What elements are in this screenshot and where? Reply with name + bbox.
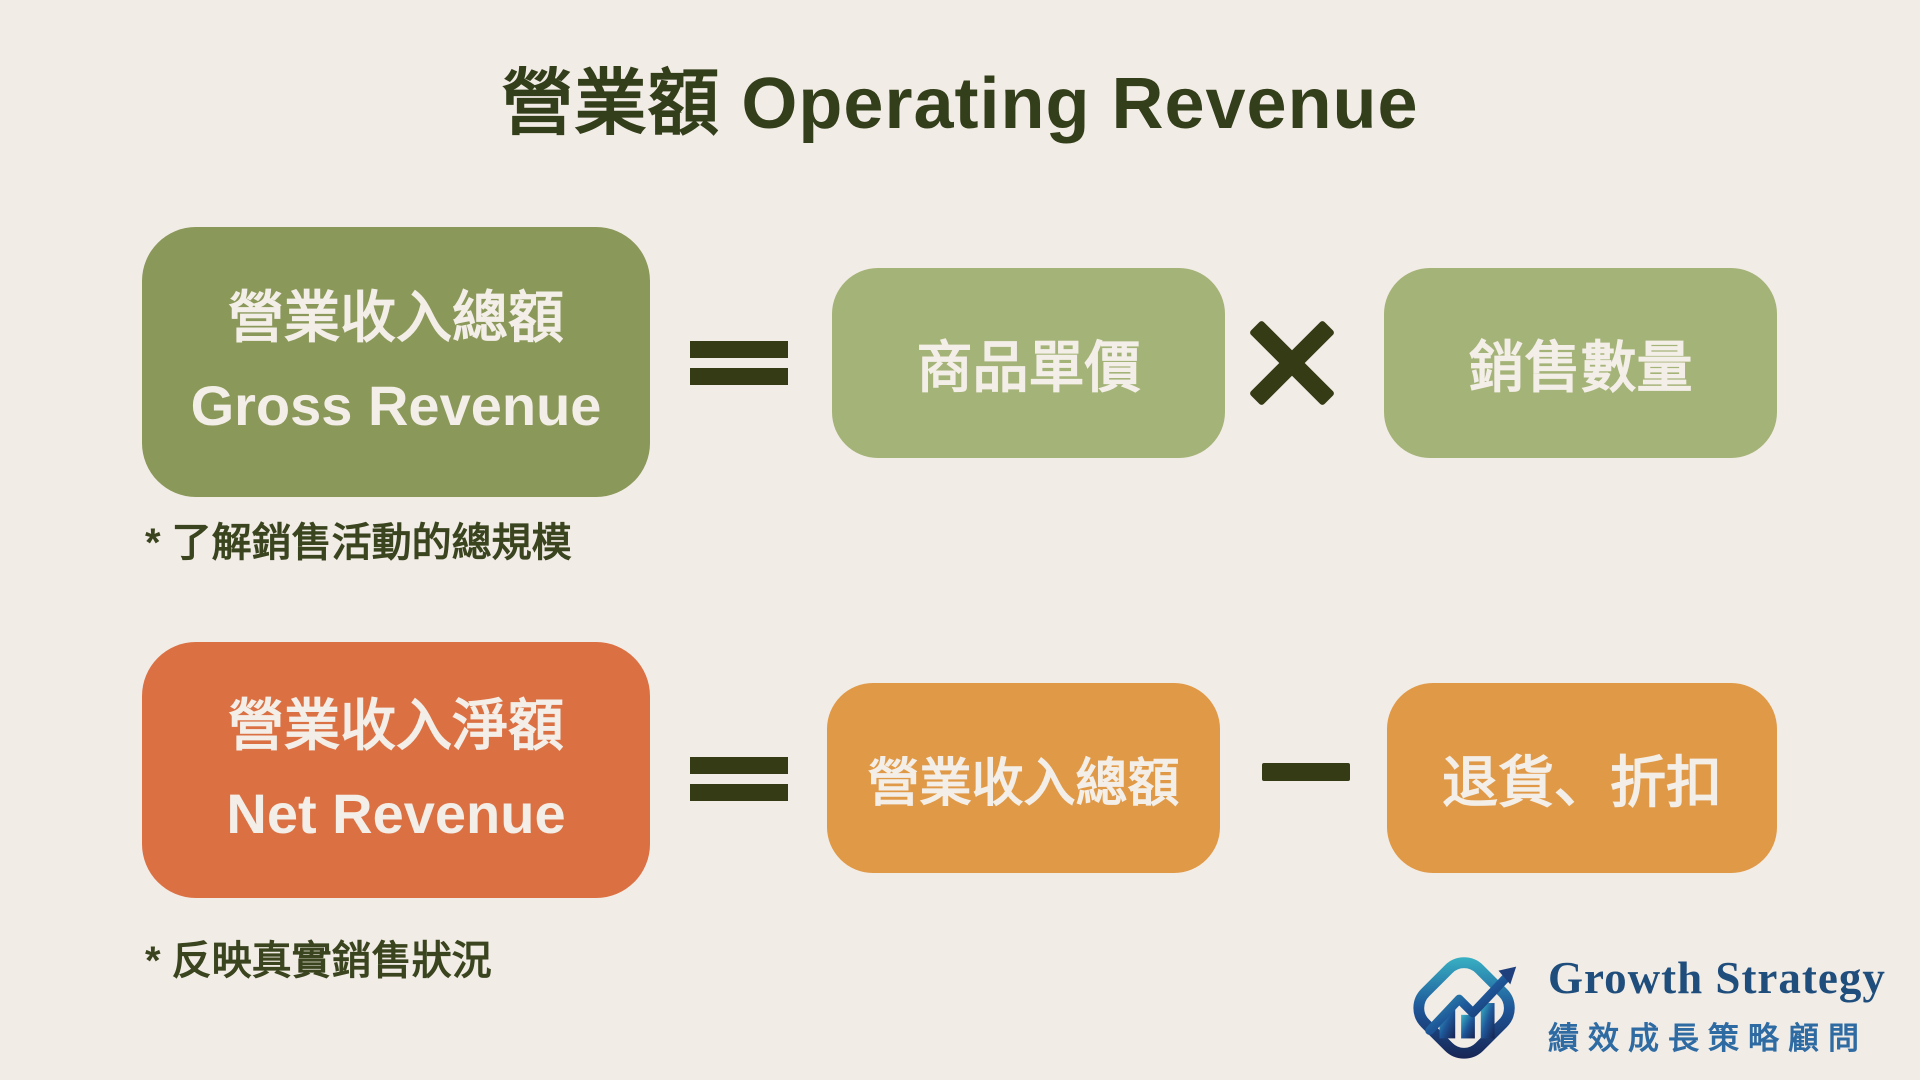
net-revenue-zh-label: 營業收入淨額 bbox=[228, 693, 564, 757]
brand-name: Growth Strategy bbox=[1548, 953, 1886, 1003]
returns-discounts-box: 退貨、折扣 bbox=[1387, 683, 1777, 873]
brand-tagline: 績效成長策略顧問 bbox=[1548, 1021, 1868, 1056]
gross-revenue-en-label: Gross Revenue bbox=[190, 374, 602, 437]
sales-quantity-box: 銷售數量 bbox=[1384, 268, 1777, 458]
net-revenue-result-box: 營業收入淨額 Net Revenue bbox=[142, 642, 650, 898]
net-revenue-en-label: Net Revenue bbox=[226, 782, 566, 845]
net-revenue-footnote: * 反映真實銷售狀況 bbox=[145, 939, 492, 983]
multiply-icon bbox=[1246, 317, 1338, 409]
equals-icon bbox=[690, 341, 788, 385]
gross-revenue-result-box: 營業收入總額 Gross Revenue bbox=[142, 227, 650, 497]
returns-discounts-label: 退貨、折扣 bbox=[1442, 750, 1722, 814]
gross-revenue-footnote: * 了解銷售活動的總規模 bbox=[145, 521, 572, 565]
page-title: 營業額 Operating Revenue bbox=[501, 64, 1419, 144]
gross-revenue-operand-label: 營業收入總額 bbox=[867, 754, 1180, 813]
minus-icon bbox=[1262, 763, 1350, 781]
gross-revenue-operand-box: 營業收入總額 bbox=[827, 683, 1220, 873]
growth-chart-icon bbox=[1413, 957, 1517, 1059]
equals-bar bbox=[690, 757, 788, 774]
sales-quantity-label: 銷售數量 bbox=[1468, 335, 1693, 399]
equals-bar bbox=[690, 368, 788, 385]
brand-text: Growth Strategy 績效成長策略顧問 bbox=[1548, 952, 1886, 1058]
equals-icon bbox=[690, 757, 788, 801]
unit-price-label: 商品單價 bbox=[916, 335, 1141, 399]
equals-bar bbox=[690, 341, 788, 358]
unit-price-box: 商品單價 bbox=[832, 268, 1225, 458]
equals-bar bbox=[690, 784, 788, 801]
gross-revenue-zh-label: 營業收入總額 bbox=[228, 285, 564, 349]
brand-logo: Growth Strategy 績效成長策略顧問 bbox=[1404, 946, 1886, 1064]
